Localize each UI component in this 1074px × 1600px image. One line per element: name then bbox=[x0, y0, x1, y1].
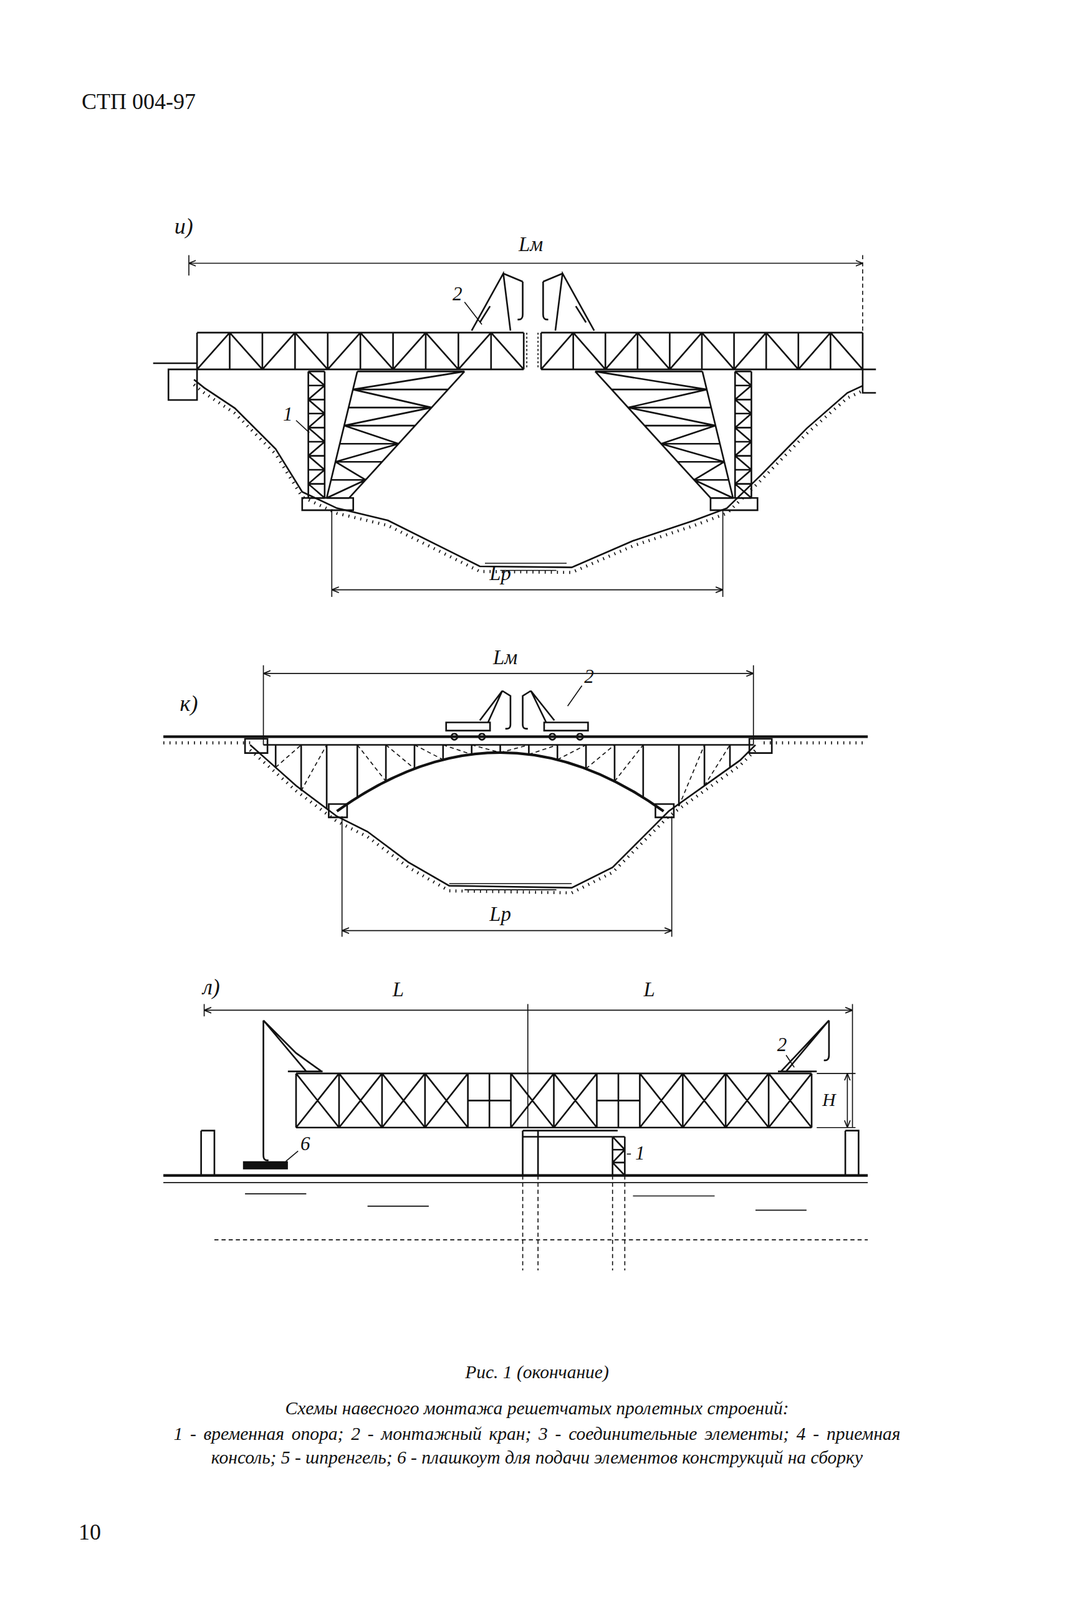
foundation bbox=[302, 498, 758, 511]
temporary-support bbox=[612, 1136, 626, 1176]
dimension-label: L bbox=[391, 978, 406, 1003]
water-line bbox=[163, 1182, 868, 1184]
extension-line bbox=[816, 1074, 856, 1129]
scheme-l bbox=[163, 1004, 868, 1271]
scheme-letter: л) bbox=[201, 975, 222, 1002]
dimension-label: Lм bbox=[517, 233, 545, 257]
extension-line bbox=[263, 665, 754, 746]
abutment bbox=[244, 739, 772, 754]
scheme-letter: и) bbox=[173, 213, 195, 240]
leader-line bbox=[464, 302, 482, 325]
dimension-line bbox=[331, 589, 723, 591]
caption-subtitle: Схемы навесного монтажа решетчатых проле… bbox=[118, 1396, 956, 1421]
water bbox=[449, 883, 573, 891]
dimension-label: Lр bbox=[488, 903, 513, 927]
scheme-k bbox=[163, 665, 868, 938]
leader-line bbox=[627, 1153, 632, 1156]
dimension-line bbox=[342, 930, 672, 932]
leader-line bbox=[296, 420, 310, 434]
ground-hatch bbox=[163, 741, 868, 745]
truss bbox=[296, 1074, 812, 1129]
truss bbox=[196, 332, 524, 370]
ground-profile bbox=[249, 745, 756, 889]
spandrel-verticals bbox=[275, 745, 730, 810]
abutment bbox=[153, 363, 197, 401]
scheme-letter: к) bbox=[178, 691, 200, 717]
spandrel-diagonals bbox=[275, 745, 730, 807]
crane bbox=[446, 691, 589, 741]
strut bbox=[595, 371, 734, 499]
document-code: СТП 004-97 bbox=[81, 89, 196, 115]
dimension-label: Н bbox=[820, 1090, 837, 1112]
deck bbox=[263, 744, 754, 747]
joint bbox=[526, 332, 538, 370]
truss bbox=[541, 332, 863, 370]
callout-number: 1 bbox=[633, 1142, 647, 1166]
abutment bbox=[862, 369, 876, 394]
callout-number: 2 bbox=[776, 1034, 789, 1057]
dimension-line bbox=[263, 673, 754, 675]
callout-number: 2 bbox=[451, 282, 464, 306]
dimension-label: Lм bbox=[491, 647, 519, 671]
pier bbox=[522, 1131, 618, 1177]
dimension-label: L bbox=[642, 978, 657, 1003]
water bbox=[244, 1194, 807, 1211]
ground-profile bbox=[193, 379, 863, 568]
extension-line bbox=[342, 816, 672, 937]
figure-caption: Рис. 1 (окончание) bbox=[463, 1362, 611, 1384]
callout-number: 1 bbox=[281, 403, 295, 426]
pile bbox=[522, 1176, 626, 1271]
crane bbox=[471, 273, 595, 331]
pontoon bbox=[243, 1161, 288, 1170]
callout-number: 2 bbox=[582, 665, 596, 689]
road-level bbox=[163, 735, 868, 739]
water-line bbox=[163, 1174, 868, 1178]
springing-block bbox=[328, 804, 674, 818]
page-number: 10 bbox=[77, 1520, 103, 1546]
dimension-line bbox=[847, 1074, 849, 1129]
crane bbox=[263, 1021, 323, 1162]
pier bbox=[201, 1131, 859, 1177]
leader-line bbox=[286, 1151, 299, 1162]
leader-line bbox=[567, 686, 583, 707]
leader-line bbox=[786, 1055, 795, 1068]
extension-line bbox=[331, 510, 723, 598]
ground-hatch bbox=[249, 750, 756, 894]
river-bed bbox=[214, 1239, 868, 1242]
scheme-i bbox=[153, 254, 877, 598]
temporary-support bbox=[308, 371, 325, 499]
dimension-line bbox=[188, 263, 863, 265]
temporary-support bbox=[734, 371, 752, 499]
strut bbox=[326, 371, 465, 499]
legend-text: 1 - временная опора; 2 - монтажный кран;… bbox=[173, 1422, 901, 1471]
callout-number: 6 bbox=[299, 1133, 312, 1156]
extension-line bbox=[188, 254, 190, 276]
ground-hatch bbox=[193, 384, 863, 573]
dimension-label: Lр bbox=[488, 562, 513, 586]
